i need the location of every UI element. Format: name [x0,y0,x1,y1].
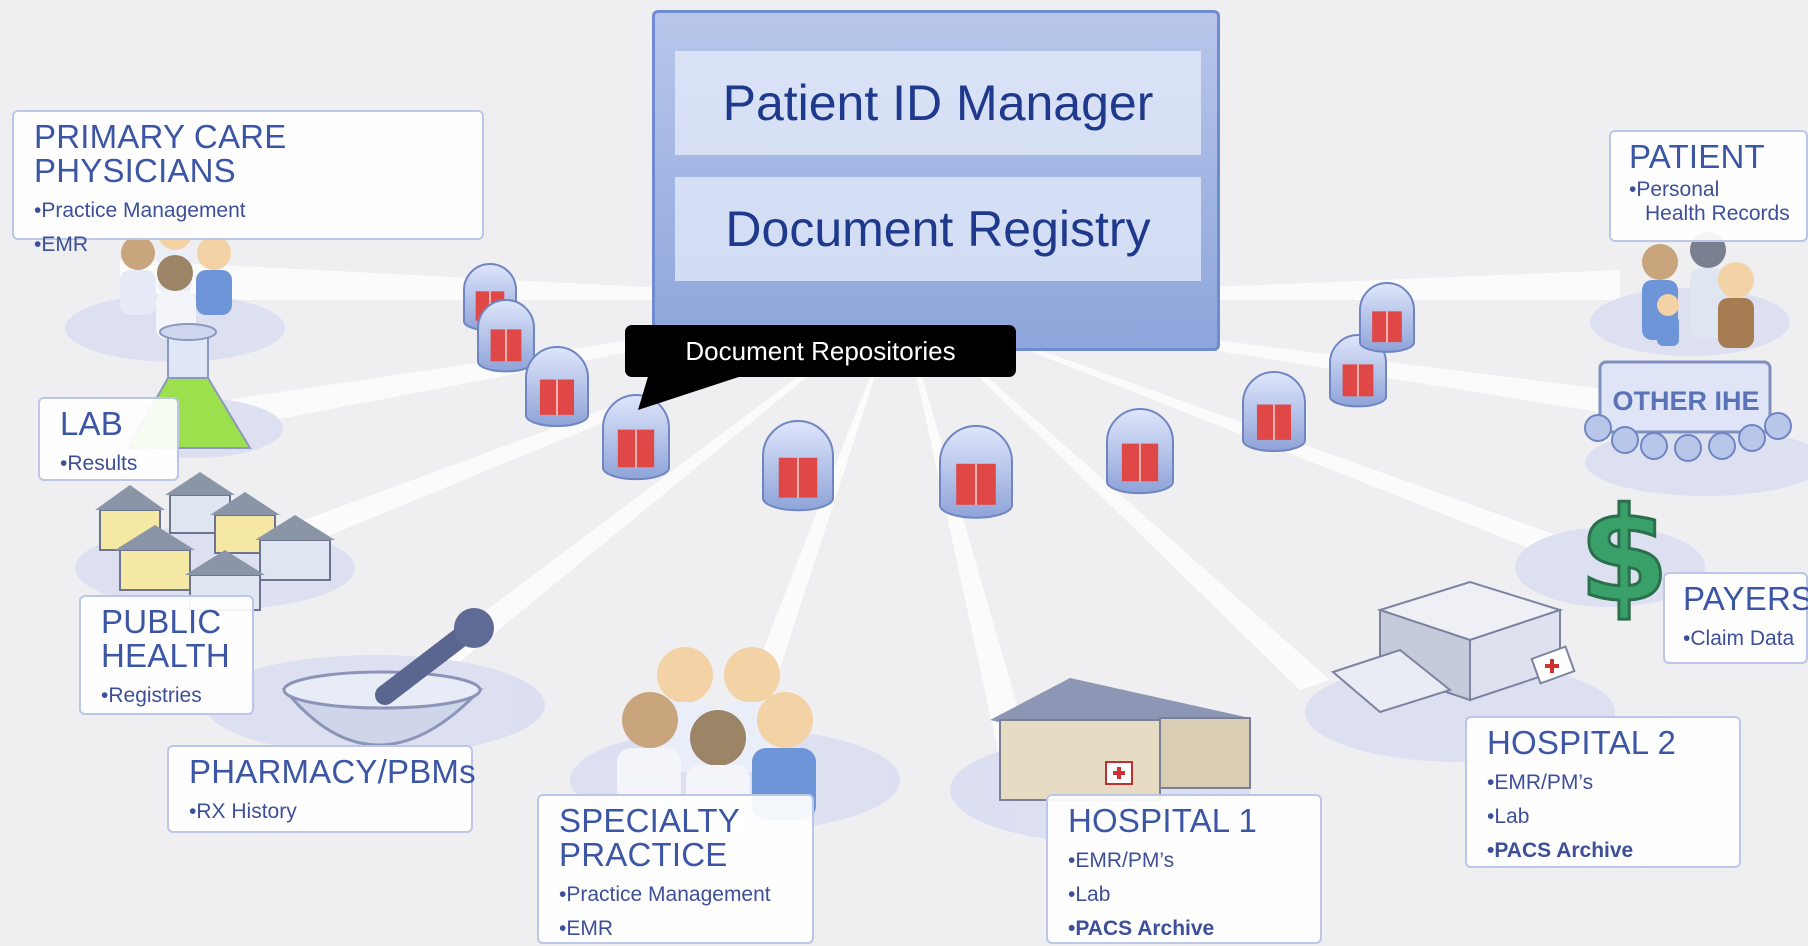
callout-pointer [638,370,760,410]
specialty-title-line1: SPECIALTY [559,802,740,839]
specialty-card: SPECIALTY PRACTICE Practice Management E… [537,794,814,944]
patient-title: PATIENT [1629,138,1765,175]
patient-item-line1: Personal [1629,178,1806,202]
other-ihe-label: OTHER IHE [1612,386,1759,416]
payers-title: PAYERS [1683,580,1808,617]
public-health-title-line2: HEALTH [101,637,230,674]
hospital2-title: HOSPITAL 2 [1487,724,1677,761]
central-registry-box: Patient ID Manager Document Registry [652,10,1220,351]
pharmacy-card: PHARMACY/PBMs RX History [167,745,476,833]
specialty-item: EMR [559,912,812,946]
document-registry-label: Document Registry [675,177,1201,281]
document-repository-icon [1329,334,1387,408]
hospital2-card: HOSPITAL 2 EMR/PM’s Lab PACS Archive [1465,716,1741,868]
hospital1-title: HOSPITAL 1 [1068,802,1258,839]
document-repository-icon [939,425,1013,519]
document-repositories-callout: Document Repositories [625,325,1016,377]
document-repositories [463,263,1415,519]
hospital1-item: PACS Archive [1068,912,1320,946]
document-repository-icon [602,394,670,481]
hospital2-item: EMR/PM’s [1487,766,1739,800]
primary-care-item: Practice Management [34,194,482,228]
hospital1-item: Lab [1068,878,1320,912]
payers-card: PAYERS Claim Data [1663,572,1808,664]
hospital2-building-icon [1330,580,1576,714]
other-ihe-icon: OTHER IHE [1584,360,1792,462]
lab-item: Results [60,447,177,481]
svg-text:$: $ [1579,479,1669,631]
pharmacy-item: RX History [189,795,471,829]
payers-item: Claim Data [1683,622,1806,656]
patient-family-icon [1642,232,1754,348]
primary-care-card: PRIMARY CARE PHYSICIANS Practice Managem… [12,110,484,256]
document-repository-icon [762,420,834,512]
lab-card: LAB Results [38,397,179,481]
document-repository-icon [477,299,535,373]
pharmacy-title: PHARMACY/PBMs [189,753,476,790]
primary-care-item: EMR [34,228,482,262]
public-health-card: PUBLIC HEALTH Registries [79,595,254,715]
patient-id-manager-label: Patient ID Manager [675,51,1201,155]
houses-icon [95,472,335,611]
hospital2-item: Lab [1487,800,1739,834]
patient-item-line2: Health Records [1645,202,1790,225]
document-repository-icon [1106,408,1174,495]
hospital1-item: EMR/PM’s [1068,844,1320,878]
primary-care-title: PRIMARY CARE PHYSICIANS [34,118,287,189]
hospital2-item: PACS Archive [1487,834,1739,868]
specialty-title-line2: PRACTICE [559,836,728,873]
document-repository-icon [1359,282,1415,353]
mortar-pestle-icon [281,608,494,747]
document-repository-icon [1242,371,1306,453]
document-repository-icon [525,346,589,428]
public-health-item: Registries [101,679,252,713]
hospital1-building-icon [990,678,1251,801]
specialty-item: Practice Management [559,878,812,912]
dollar-icon: $ [1577,478,1670,633]
lab-title: LAB [60,405,123,442]
patient-card: PATIENT Personal Health Records [1609,130,1808,242]
hospital1-card: HOSPITAL 1 EMR/PM’s Lab PACS Archive [1046,794,1322,944]
public-health-title-line1: PUBLIC [101,603,222,640]
